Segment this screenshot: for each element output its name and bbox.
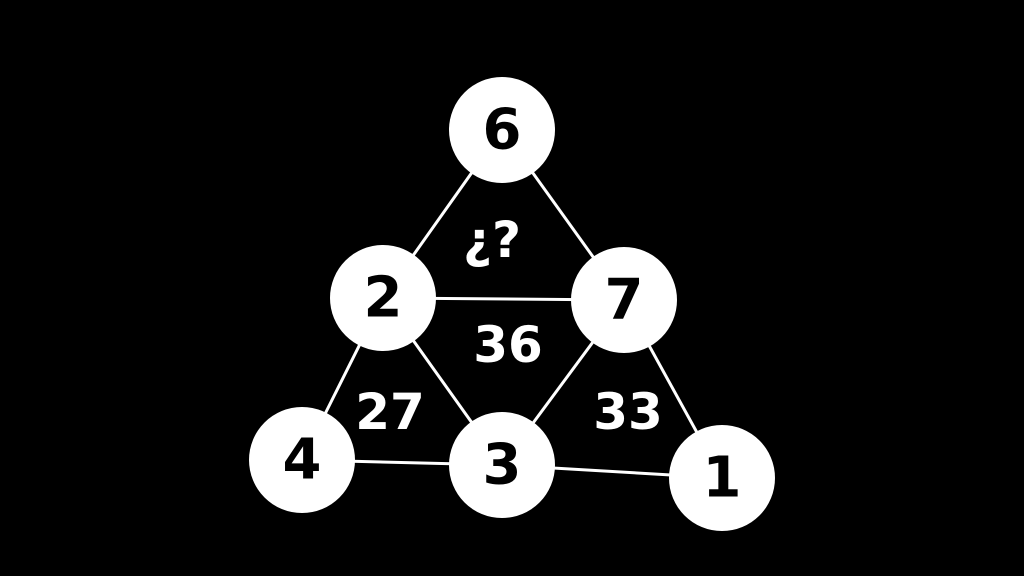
- node-mid-left: 2: [330, 245, 436, 351]
- node-value: 7: [605, 268, 644, 333]
- node-value: 6: [483, 98, 522, 163]
- node-bottom-left: 4: [249, 407, 355, 513]
- node-bottom-middle: 3: [449, 412, 555, 518]
- node-bottom-right: 1: [669, 425, 775, 531]
- cell-right: 33: [593, 383, 663, 441]
- node-value: 3: [483, 433, 522, 498]
- node-value: 4: [283, 428, 322, 493]
- node-mid-right: 7: [571, 247, 677, 353]
- cell-center: 36: [473, 316, 543, 374]
- cell-top-unknown: ¿?: [463, 211, 521, 269]
- node-value: 2: [364, 266, 403, 331]
- cell-left: 27: [355, 383, 425, 441]
- node-value: 1: [703, 446, 742, 511]
- node-top: 6: [449, 77, 555, 183]
